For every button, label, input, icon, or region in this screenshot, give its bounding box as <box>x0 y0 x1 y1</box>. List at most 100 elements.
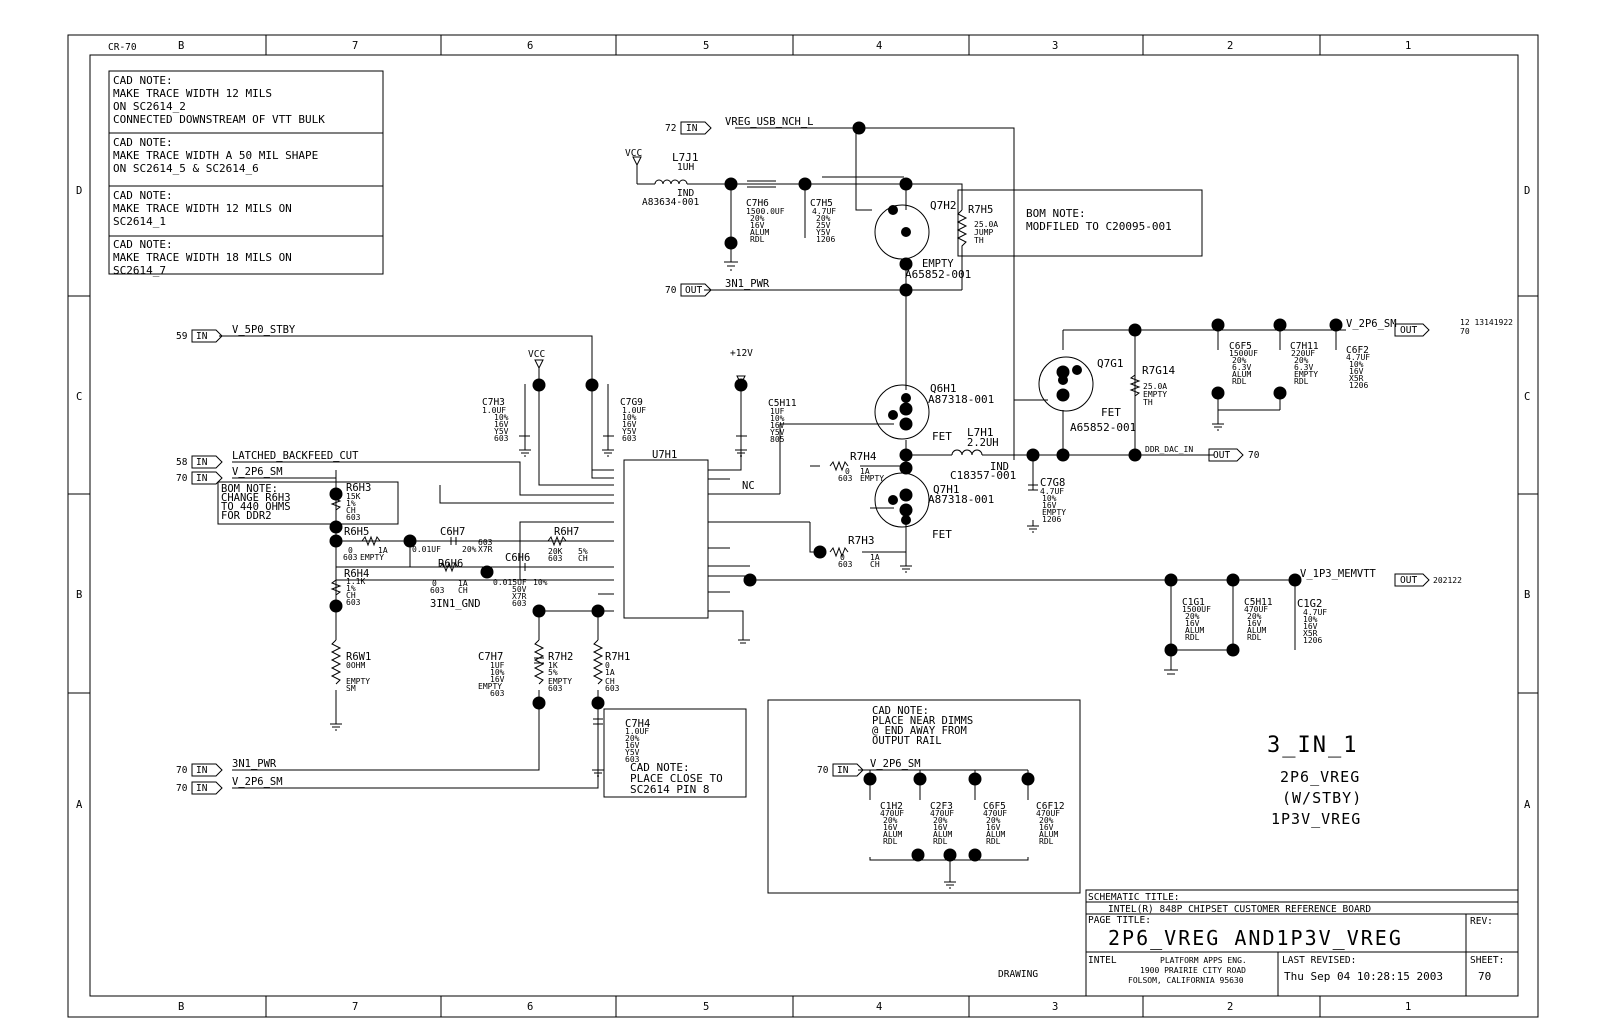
l7h1-pn: C18357-001 <box>950 469 1016 482</box>
port-ddr-net: DDR_DAC_IN <box>1145 445 1193 454</box>
r6h3-l1: 15K <box>346 492 361 501</box>
r6h5-l1: 0 <box>348 546 353 555</box>
zone-left-a: A <box>76 799 83 811</box>
r6h5-l2: 1A <box>378 546 388 555</box>
tb-revised-date: Thu Sep 04 10:28:15 2003 <box>1284 970 1443 983</box>
zone-right-c: C <box>1524 391 1530 403</box>
c5h11-l4: Y5V <box>770 428 785 437</box>
cad-note-3-line1: CAD NOTE: <box>113 189 173 202</box>
r6h7-l2: 5% <box>578 547 588 556</box>
c7h11-l3: 6.3V <box>1294 363 1313 372</box>
r6h7-ref: R6H7 <box>554 526 579 538</box>
power-vcc-1: VCC <box>625 148 642 159</box>
c5h11b-l1: 470UF <box>1244 605 1268 614</box>
bom-note-left-line3: TO 440 OHMS <box>221 501 291 513</box>
tb-addr-3: FOLSOM, CALIFORNIA 95630 <box>1128 976 1244 985</box>
r7h4-l4: EMPTY <box>860 474 884 483</box>
c7h11-ref: C7H11 <box>1290 341 1319 352</box>
port-v2p6-left-sheet: 70 <box>176 473 188 484</box>
c6f2-l2: 10% <box>1349 360 1364 369</box>
power-vcc-2: VCC <box>528 349 545 360</box>
c5h11-ref: C5H11 <box>768 398 797 409</box>
c5h11-l5: 805 <box>770 435 785 444</box>
c1g1-l3: 16V <box>1185 619 1200 628</box>
c1g2-l3: 16V <box>1303 622 1318 631</box>
c6h7-l4: 603 <box>478 538 493 547</box>
c6h6-l5: 603 <box>512 599 527 608</box>
c7h5-l2: 20% <box>816 214 831 223</box>
q7h2-ref: Q7H2 <box>930 199 957 212</box>
port-vreg-usb-dir: IN <box>686 123 698 134</box>
r7g14-symbol <box>1129 374 1141 397</box>
cad-note-3-line2: MAKE TRACE WIDTH 12 MILS ON <box>113 202 292 215</box>
tb-revised-label: LAST REVISED: <box>1282 955 1356 966</box>
c7h5-l1: 4.7UF <box>812 207 836 216</box>
c7h3-l1: 1.0UF <box>482 406 506 415</box>
r6h3-l2: 1% <box>346 499 356 508</box>
c7g8-symbol <box>1028 484 1038 491</box>
c7h6-l2: 20% <box>750 214 765 223</box>
port-v2p6-dimm-sheet: 70 <box>817 765 829 776</box>
q7h1-symbol <box>874 472 930 528</box>
r6h4-l2: 1% <box>346 584 356 593</box>
c7h4-l5: 603 <box>625 755 640 764</box>
tb-schematic-label: SCHEMATIC TITLE: <box>1088 892 1180 903</box>
c7h7-l2: 10% <box>490 668 505 677</box>
cad-note-pin8-line2: PLACE CLOSE TO <box>630 772 723 785</box>
zone-bottom-6: 6 <box>527 1001 533 1013</box>
port-v5p0-dir: IN <box>196 331 208 342</box>
wire-l7h1-output <box>906 329 1346 490</box>
c6f2-l4: X5R <box>1349 374 1364 383</box>
zone-top-5: 5 <box>703 40 709 52</box>
r7h4-ref: R7H4 <box>850 450 877 463</box>
q7h1-pn: A87318-001 <box>928 493 994 506</box>
q7h2-extra: EMPTY <box>922 258 954 270</box>
zone-left-b: B <box>76 589 82 601</box>
tb-page-title: 2P6_VREG AND1P3V_VREG <box>1108 926 1403 950</box>
cad-note-1-line3: ON SC2614_2 <box>113 100 186 113</box>
c7h4-l2: 20% <box>625 734 640 743</box>
corner-tag: CR-70 <box>108 42 137 53</box>
c7h4-symbol <box>593 718 603 725</box>
l7j1-symbol <box>654 179 704 185</box>
c2f3-l2: 20% <box>933 816 948 825</box>
tb-drawing-label: DRAWING <box>998 969 1038 980</box>
c7h3-l5: 603 <box>494 434 509 443</box>
port-3n1pwr-out-sheet: 70 <box>665 285 677 296</box>
dimm-cap-box <box>767 699 1081 894</box>
r6h7-l3: 603 <box>548 554 563 563</box>
l7h1-ref: L7H1 <box>967 426 994 439</box>
zone-top-3: 3 <box>1052 40 1058 52</box>
port-v1p3-net: V_1P3_MEMVTT <box>1300 568 1377 580</box>
r7g14-l1: 25.0A <box>1143 382 1167 391</box>
zone-right-d: D <box>1524 185 1530 197</box>
power-12v: +12V <box>730 348 753 359</box>
c6f12-l3: 16V <box>1039 823 1054 832</box>
q7g1-pn: A65852-001 <box>1070 421 1136 434</box>
c7h5-l4: Y5V <box>816 228 831 237</box>
r7h3-l3: 603 <box>838 560 853 569</box>
r6h6-l3: 603 <box>430 586 445 595</box>
c7g8-l3: 16V <box>1042 501 1057 510</box>
port-v2p6-dimm-dir: IN <box>837 765 849 776</box>
q6h1-type: FET <box>932 430 952 443</box>
r6h5-l4: EMPTY <box>360 553 384 562</box>
c7g8-l2: 10% <box>1042 494 1057 503</box>
r7h4-l3: 603 <box>838 474 853 483</box>
wire-vreg-to-gate <box>855 128 872 211</box>
c5h11-l3: 16V <box>770 421 785 430</box>
zone-bottom-7: 7 <box>352 1001 358 1013</box>
r7h2-l2: 5% <box>548 668 558 677</box>
c7g8-l4: EMPTY <box>1042 508 1066 517</box>
c6f5-l4: ALUM <box>1232 370 1251 379</box>
port-flags <box>191 121 1430 795</box>
l7j1-type: IND <box>677 188 694 199</box>
wire-vreg-usb <box>735 127 1015 460</box>
r6h5-ref: R6H5 <box>344 526 369 538</box>
c7h7-l5: 603 <box>490 689 505 698</box>
port-3n1pwr-out-net: 3N1_PWR <box>725 278 770 290</box>
l7h1-symbol <box>951 449 992 456</box>
r7h4-symbol <box>829 460 849 472</box>
r7h2-ref: R7H2 <box>548 651 573 663</box>
